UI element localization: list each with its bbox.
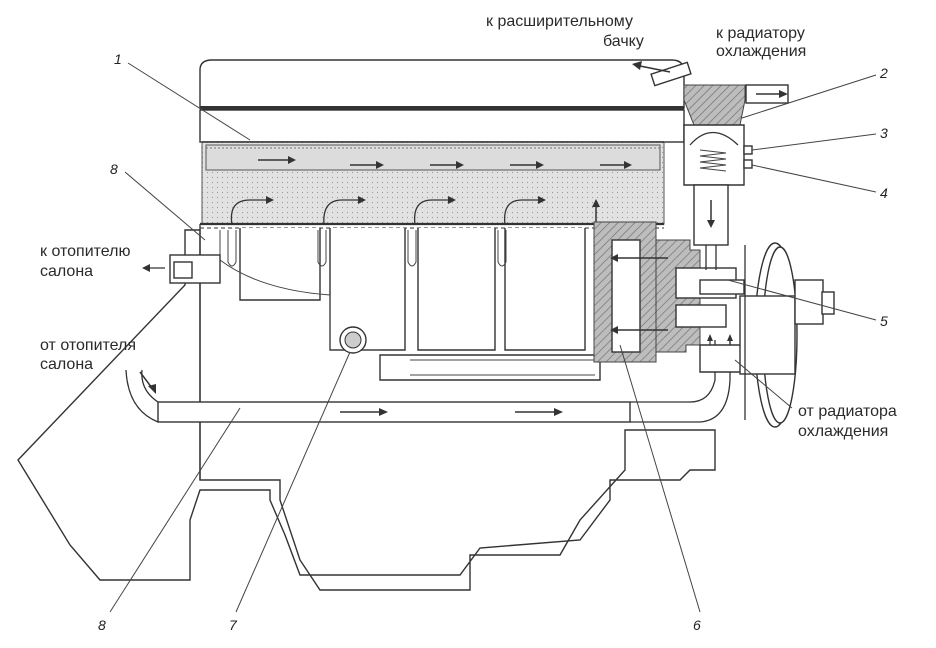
water-jacket-flow [205, 144, 661, 267]
flow-arrow [258, 156, 296, 164]
flow-arrow [515, 408, 563, 416]
callout-1: 1 [114, 51, 122, 67]
label-from-radiator-line1: от радиатора [798, 403, 897, 420]
label-to-expansion-tank-line1: к расширительному [486, 13, 633, 30]
callout-7: 7 [229, 617, 238, 633]
lower-pipe-flow [139, 371, 563, 416]
label-to-heater-line2: салона [40, 263, 93, 280]
engine-block [17, 59, 731, 591]
flow-arrow [510, 161, 544, 169]
label-from-heater-line1: от отопителя [40, 337, 136, 354]
label-to-heater-line1: к отопителю [40, 243, 131, 260]
callout-8-top: 8 [110, 161, 118, 177]
callout-6: 6 [693, 617, 701, 633]
label-from-radiator-line2: охлаждения [798, 423, 888, 440]
thermostat [632, 61, 789, 270]
water-pump [593, 221, 746, 373]
callout-numbers: 1 2 3 4 5 6 7 8 8 [98, 51, 888, 633]
label-to-radiator-line1: к радиатору [716, 25, 805, 42]
label-to-radiator-line2: охлаждения [716, 43, 806, 60]
bolt-plug [339, 326, 367, 354]
heater-outlet-arrow [142, 264, 165, 272]
label-to-expansion-tank-line2: бачку [603, 33, 644, 50]
callout-3: 3 [880, 125, 888, 141]
callout-5: 5 [880, 313, 888, 329]
callout-4: 4 [880, 185, 888, 201]
pulley [739, 242, 835, 428]
leader-lines [109, 62, 877, 613]
callout-8-bottom: 8 [98, 617, 106, 633]
label-from-heater-line2: салона [40, 356, 93, 373]
flow-arrow [430, 161, 464, 169]
callout-2: 2 [879, 65, 888, 81]
flow-arrow [350, 161, 384, 169]
flow-arrow [600, 161, 632, 169]
flow-arrow [340, 408, 388, 416]
labels: к расширительному бачку к радиатору охла… [40, 13, 897, 440]
